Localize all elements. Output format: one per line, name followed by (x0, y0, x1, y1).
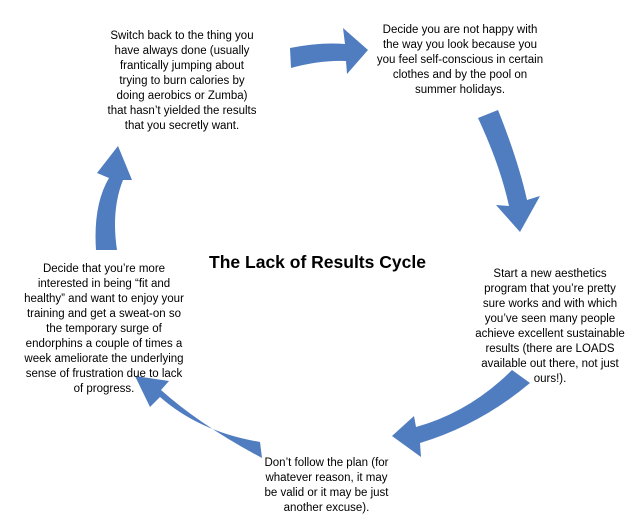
step-not-happy: Decide you are not happy with the way yo… (376, 24, 544, 96)
step-switch-back: Switch back to the thing you have always… (107, 30, 257, 132)
arrow-bottom-left (135, 376, 262, 458)
step-start-program: Start a new aesthetics program that you’… (475, 268, 625, 385)
arrow-left (95, 146, 132, 250)
step-dont-follow: Don’t follow the plan (for whatever reas… (264, 457, 389, 514)
diagram-title: The Lack of Results Cycle (209, 252, 426, 272)
step-fit-and-healthy: Decide that you’re more interested in be… (24, 263, 184, 395)
arrow-top (290, 28, 368, 74)
arrow-bottom-right (392, 370, 530, 457)
arrow-right (478, 110, 540, 232)
